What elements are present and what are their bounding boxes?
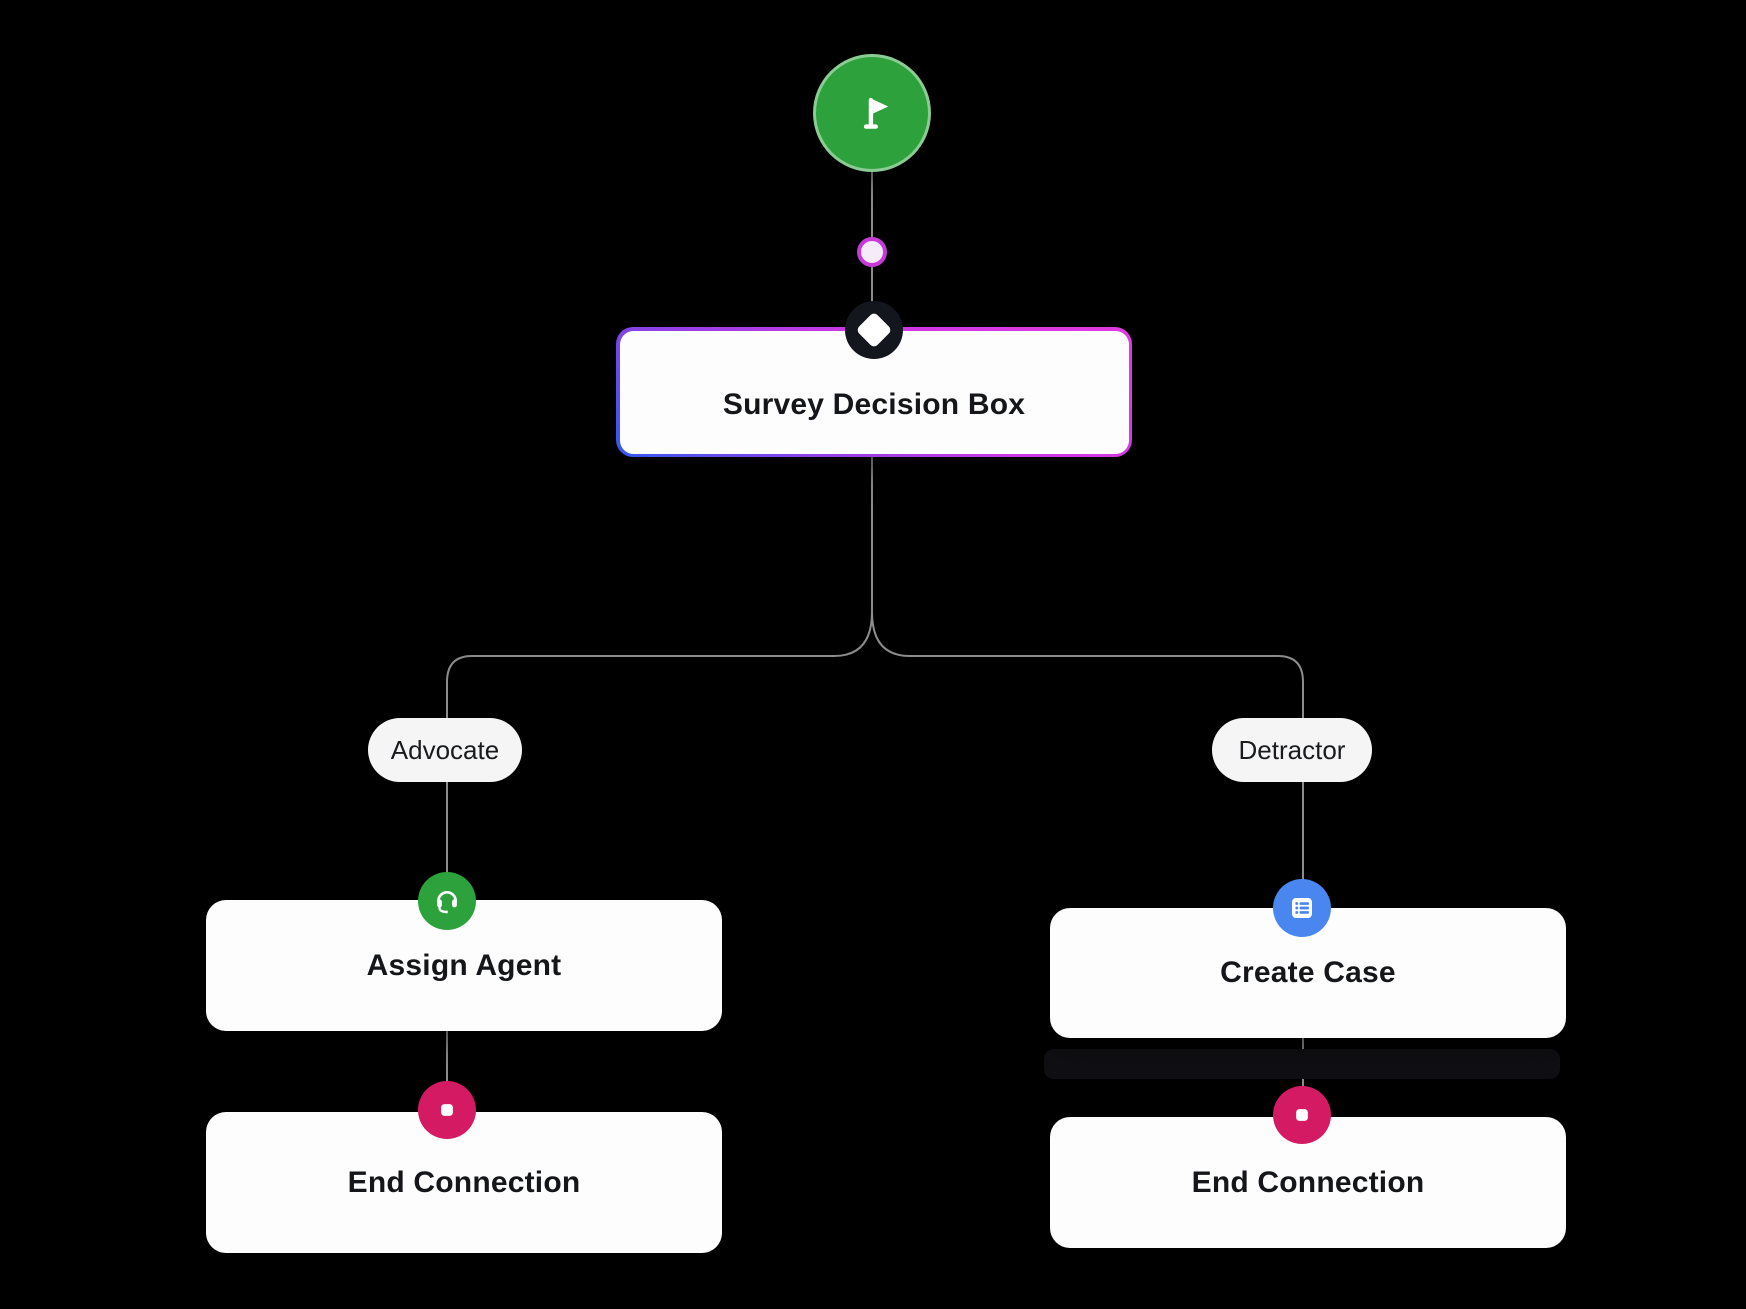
node-end-connection-left[interactable]: End Connection xyxy=(206,1112,722,1253)
stop-icon xyxy=(1286,1099,1318,1131)
node-icon-assign-agent[interactable] xyxy=(418,872,476,930)
node-icon-end-connection-right[interactable] xyxy=(1273,1086,1331,1144)
node-title: End Connection xyxy=(1191,1165,1425,1199)
list-icon xyxy=(1286,892,1318,924)
headset-icon xyxy=(431,885,463,917)
branch-pill-detractor[interactable]: Detractor xyxy=(1212,718,1372,782)
decision-node-title: Survey Decision Box xyxy=(722,388,1026,421)
start-node[interactable] xyxy=(813,54,931,172)
background-ghost-strip xyxy=(1044,1049,1560,1079)
wire-decision-to-detractor xyxy=(871,611,1304,724)
node-create-case[interactable]: Create Case xyxy=(1050,908,1566,1038)
stop-icon xyxy=(431,1094,463,1126)
node-title: Assign Agent xyxy=(366,948,562,982)
node-icon-create-case[interactable] xyxy=(1273,879,1331,937)
branch-label: Advocate xyxy=(390,734,500,765)
decision-node[interactable]: Survey Decision Box xyxy=(616,327,1132,457)
wire-decision-to-advocate xyxy=(446,457,873,724)
node-title: Create Case xyxy=(1220,956,1396,989)
connection-port-dot[interactable] xyxy=(857,237,887,267)
flag-icon xyxy=(846,87,898,139)
branch-label: Detractor xyxy=(1238,734,1346,765)
node-icon-end-connection-left[interactable] xyxy=(418,1081,476,1139)
diamond-icon xyxy=(855,311,893,349)
node-title: End Connection xyxy=(347,1165,581,1199)
branch-pill-advocate[interactable]: Advocate xyxy=(368,718,522,782)
decision-badge[interactable] xyxy=(845,301,903,359)
